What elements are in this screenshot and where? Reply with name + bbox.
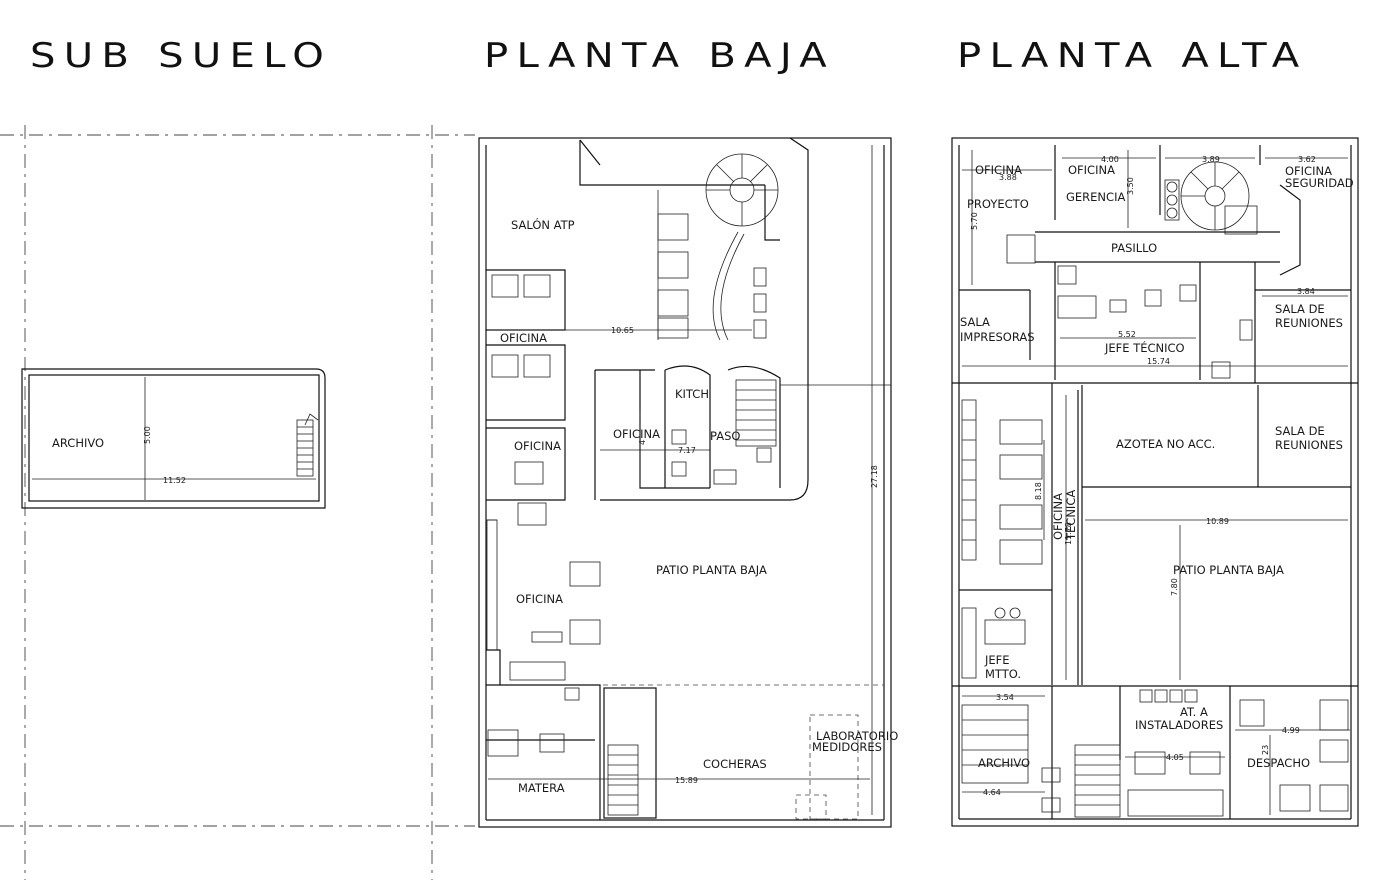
dim-label-3-54: 3.54 (996, 693, 1014, 702)
title-planta-baja: PLANTA BAJA (484, 36, 835, 76)
room-label-archivo-pa: ARCHIVO (978, 756, 1030, 770)
room-label-instaladores: INSTALADORES (1135, 718, 1223, 732)
pa-desks-tecnica (984, 419, 1043, 645)
dim-label-5-70: 5.70 (970, 212, 979, 230)
room-label-sala-reuniones-1a: SALA DE (1275, 302, 1325, 316)
room-label-laboratorio: LABORATORIO (816, 729, 898, 743)
room-label-salon-atp: SALÓN ATP (511, 217, 575, 232)
dim-label-4-00: 4.00 (1101, 155, 1119, 164)
dim-label-7-17: 7.17 (678, 446, 696, 455)
room-label-jefe-tecnico: JEFE TÉCNICO (1104, 340, 1185, 355)
dim-label-10-65: 10.65 (611, 326, 634, 335)
room-label-sala: SALA (960, 315, 990, 329)
pb-spiral-stair (705, 153, 779, 227)
room-label-oficina-tecnica: OFICINA (1051, 493, 1065, 540)
subsuelo-plan: ARCHIVO 5.00 11.52 (0, 125, 475, 880)
room-label-paso: PASO (710, 429, 740, 443)
dim-label-4: 4 (638, 440, 647, 445)
room-label-oficina-3: OFICINA (613, 427, 660, 441)
dim-label-5-00: 5.00 (143, 426, 152, 444)
dim-label-8-18: 8.18 (1034, 482, 1043, 500)
room-label-cocheras: COCHERAS (703, 757, 767, 771)
dim-label-10-89: 10.89 (1206, 517, 1229, 526)
dim-label-4-64: 4.64 (983, 788, 1001, 797)
dim-label-11-78: 11.78 (1064, 522, 1073, 545)
room-label-tecnica: TECNICA (1064, 490, 1078, 541)
room-label-sala-reuniones-2b: REUNIONES (1275, 438, 1343, 452)
pb-outer-boundary (478, 137, 892, 828)
title-sub-suelo: SUB SUELO (30, 36, 333, 76)
room-label-despacho: DESPACHO (1247, 756, 1310, 770)
pa-desks-instaladores (1127, 689, 1349, 817)
pb-desks-left (491, 274, 601, 645)
room-label-mtto: MTTO. (985, 667, 1021, 681)
room-label-azotea: AZOTEA NO ACC. (1116, 437, 1215, 451)
room-label-patio-pb: PATIO PLANTA BAJA (656, 563, 767, 577)
dim-label-3-89: 3.89 (1202, 155, 1220, 164)
dim-label-3-50: 3.50 (1126, 177, 1135, 195)
dim-label-15-74: 15.74 (1147, 357, 1170, 366)
dim-label-11-52: 11.52 (163, 476, 186, 485)
dim-label-3-88: 3.88 (999, 173, 1017, 182)
pa-outer-boundary (951, 137, 1359, 827)
dim-label-4-05: 4.05 (1166, 753, 1184, 762)
room-label-oficina-proyecto: OFICINA (975, 163, 1022, 177)
dim-label-15-89: 15.89 (675, 776, 698, 785)
planta-alta-plan: OFICINA PROYECTO OFICINA GERENCIA OFICIN… (951, 137, 1359, 827)
room-label-matera: MATERA (518, 781, 565, 795)
room-label-at-a: AT. A (1180, 705, 1208, 719)
pa-spiral-stair (1180, 161, 1250, 231)
room-label-patio-pa: PATIO PLANTA BAJA (1173, 563, 1284, 577)
dim-label-27-18: 27.18 (870, 465, 879, 488)
dim-label-3-84: 3.84 (1297, 287, 1315, 296)
room-label-sala-reuniones-1b: REUNIONES (1275, 316, 1343, 330)
room-label-oficina-seguridad: OFICINA (1285, 164, 1332, 178)
room-label-jefe: JEFE (984, 653, 1010, 667)
room-label-oficina-2: OFICINA (514, 439, 561, 453)
archivo-basement-room (21, 368, 326, 509)
planta-baja-plan: SALÓN ATP OFICINA OFICINA OFICINA OFICIN… (478, 137, 898, 828)
dim-label-3-62: 3.62 (1298, 155, 1316, 164)
dim-label-4-99: 4.99 (1282, 726, 1300, 735)
room-label-medidores: MEDIDORES (812, 740, 882, 754)
pa-shelving (961, 399, 977, 679)
room-label-oficina-gerencia: OFICINA (1068, 163, 1115, 177)
room-label-oficina-1: OFICINA (500, 331, 547, 345)
dim-label-23: 23 (1261, 745, 1270, 755)
room-label-impresoras: IMPRESORAS (960, 330, 1035, 344)
room-label-sala-reuniones-2a: SALA DE (1275, 424, 1325, 438)
room-label-proyecto: PROYECTO (967, 197, 1029, 211)
title-planta-alta: PLANTA ALTA (957, 36, 1308, 76)
room-label-oficina-4: OFICINA (516, 592, 563, 606)
room-label-kitch: KITCH (675, 387, 709, 401)
pb-workstations-atp (657, 190, 767, 340)
room-label-archivo: ARCHIVO (52, 436, 104, 450)
dim-label-5-52: 5.52 (1118, 330, 1136, 339)
room-label-gerencia: GERENCIA (1066, 190, 1125, 204)
dim-label-7-80: 7.80 (1170, 578, 1179, 596)
room-label-seguridad: SEGURIDAD (1285, 176, 1354, 190)
room-label-pasillo: PASILLO (1111, 241, 1157, 255)
